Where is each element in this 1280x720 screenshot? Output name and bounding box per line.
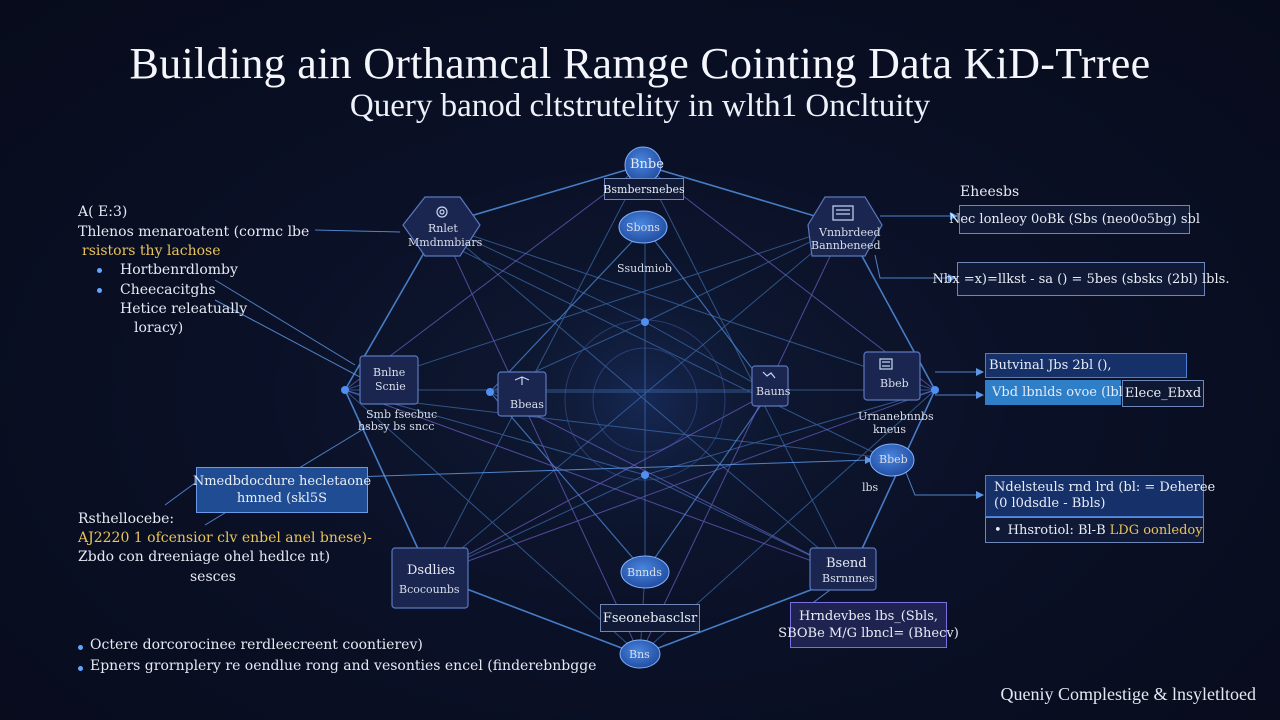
left-lower-line-2: AJ2220 1 ofcensior clv enbel anel bnese)…: [78, 530, 372, 546]
left-panel-line-1: Thlenos menaroatent (cormc lbe: [78, 224, 310, 240]
list-icon: [879, 358, 893, 370]
bottom-right-info-box[interactable]: Hrndevbes lbs_(Sbls, SBOBe M/G lbncl= (B…: [778, 602, 959, 648]
bottom-right-info-line-1: Hrndevbes lbs_(Sbls,: [798, 609, 938, 624]
bottom-list-item-1: Octere dorcorocinee rerdleecreent coonti…: [90, 637, 423, 653]
second-node-caption: Ssudmiob: [617, 262, 672, 275]
right-panel-box-2[interactable]: Nbx =x)=llkst - sa () = 5bes (sbsks (2bl…: [933, 262, 1229, 296]
left-mid-node-sub: Scnie: [375, 380, 406, 393]
left-lower-line-4: sesces: [190, 569, 236, 585]
second-node-label: Sbons: [626, 221, 660, 234]
bottom-right-node-sub: Bsrnnnes: [822, 572, 875, 585]
right-mid-caption-1: Urnanebnnbs: [858, 410, 934, 423]
left-panel-sub-2: loracy): [134, 320, 184, 336]
diagram-subtitle: Query banod cltstrutelity in wlth1 Onclt…: [349, 88, 931, 124]
bottom-list-bullet-2: [78, 666, 83, 671]
chart-icon: [762, 371, 776, 379]
bottom-left-node-sub: Bcocounbs: [399, 583, 460, 596]
tree-icon: [514, 376, 530, 385]
bottom-center-node-circle[interactable]: [620, 555, 670, 589]
left-info-box-line-1: Nmedbdocdure hecletaone: [192, 474, 372, 489]
bottom-right-node[interactable]: [809, 547, 877, 591]
right-lower-node-circle[interactable]: [869, 443, 915, 477]
right-mid-node-label: Bbeb: [880, 377, 909, 390]
left-panel-bullet-1: [97, 268, 102, 273]
right-panel-box-1[interactable]: Nec lonleoy 0oBk (Sbs (neo0o5bg) sbl: [949, 205, 1200, 234]
left-mid-caption-1: Smb fsecbuc: [366, 408, 438, 421]
left-panel-item-2: Cheecacitghs: [120, 282, 216, 298]
left-panel-bullet-2: [97, 288, 102, 293]
right-panel-box-4-line-3a: Hhsrotiol: Bl-B: [1007, 522, 1106, 538]
left-panel-sub-1: Hetice releatually: [120, 301, 248, 317]
left-upper-node-sub: Mmdnmbiars: [408, 236, 483, 249]
left-info-box[interactable]: Nmedbdocdure hecletaone hmned (skl5S: [192, 467, 372, 513]
left-panel-line-2: rsistors thy lachose: [82, 243, 221, 259]
left-upper-node-title: Rnlet: [428, 222, 458, 235]
bottom-node-label: Bns: [629, 648, 650, 661]
bottom-list-item-2: Epners grornplery re oendlue rong and ve…: [90, 658, 597, 674]
right-mid-caption-2: kneus: [873, 423, 906, 436]
arrow-heads: [865, 212, 984, 499]
inner-right-node[interactable]: [751, 365, 789, 407]
right-panel-heading: Eheesbs: [960, 184, 1020, 200]
second-node-circle[interactable]: [618, 210, 668, 244]
bottom-left-node-title: Dsdlies: [407, 563, 456, 578]
right-panel-box-4-line-2: (0 l0dsdle - Bbls): [994, 496, 1106, 511]
right-panel-box-3[interactable]: Butvinal Jbs 2bl (),: [985, 353, 1187, 378]
left-lower-line-3: Zbdo con dreeniage ohel hedlce nt): [78, 549, 331, 565]
right-mid-node[interactable]: [863, 351, 921, 401]
bottom-list-bullet-1: [78, 645, 83, 650]
bottom-center-box[interactable]: Fseonebasclsr: [600, 604, 700, 632]
bottom-node-circle[interactable]: [619, 639, 661, 669]
bottom-right-node-title: Bsend: [826, 556, 867, 571]
bottom-left-node[interactable]: [391, 547, 469, 609]
right-panel-highlight-bg: [985, 380, 1121, 405]
diagram-title: Building ain Orthamcal Ramge Cointing Da…: [129, 39, 1151, 88]
inner-right-node-label: Bauns: [756, 385, 791, 398]
gear-icon: [436, 206, 448, 218]
inner-left-node[interactable]: [497, 371, 547, 417]
right-lower-node-label: Bbeb: [879, 453, 908, 466]
left-upper-node[interactable]: [402, 196, 481, 257]
right-upper-node-sub: Bannbeneed: [811, 239, 881, 252]
document-icon: [832, 205, 854, 221]
right-upper-node-title: Vnnbrdeed: [819, 226, 881, 239]
bottom-right-info-line-2: SBOBe M/G lbncl= (Bhecv): [778, 626, 959, 641]
right-panel-box-4-row[interactable]: • Hhsrotiol: Bl-B LDG oonledoy: [985, 517, 1204, 543]
left-mid-node[interactable]: [359, 355, 419, 405]
right-panel-box-3-line-2a: Vbd lbnlds ovoe (lbl,: [992, 385, 1127, 400]
right-lower-node-caption: lbs: [862, 481, 879, 494]
left-panel-item-1: Hortbenrdlomby: [120, 262, 238, 278]
right-panel-box-4[interactable]: Ndelsteuls rnd lrd (bl: = Deheree (0 l0d…: [985, 475, 1215, 517]
top-node-label: Bnbe: [630, 157, 664, 172]
right-panel-box-4-line-3b: LDG oonledoy: [1109, 522, 1203, 538]
right-panel-box-4-bullet: •: [994, 522, 1002, 538]
right-panel-box-4-line-1: Ndelsteuls rnd lrd (bl: = Deheree: [994, 480, 1216, 495]
left-lower-line-1: Rsthellocebe:: [78, 511, 175, 527]
bottom-center-node-label: Bnnds: [627, 566, 662, 579]
right-upper-node[interactable]: [807, 196, 883, 257]
right-panel-box-3-line-2b[interactable]: Elece_Ebxd: [1122, 380, 1204, 407]
top-node-box[interactable]: Bsmbersnebes: [603, 178, 685, 200]
inner-left-node-label: Bbeas: [510, 398, 544, 411]
left-mid-caption-2: hsbsy bs sncc: [358, 420, 435, 433]
footer-caption: Queniy Complestige & lnsyletltoed: [1000, 684, 1256, 704]
right-panel-box-3-line-1: Butvinal Jbs 2bl (),: [989, 358, 1112, 373]
left-info-box-line-2: hmned (skl5S: [236, 491, 328, 506]
left-mid-node-title: Bnlne: [373, 366, 406, 379]
left-panel-heading: A( E:3): [78, 204, 128, 220]
